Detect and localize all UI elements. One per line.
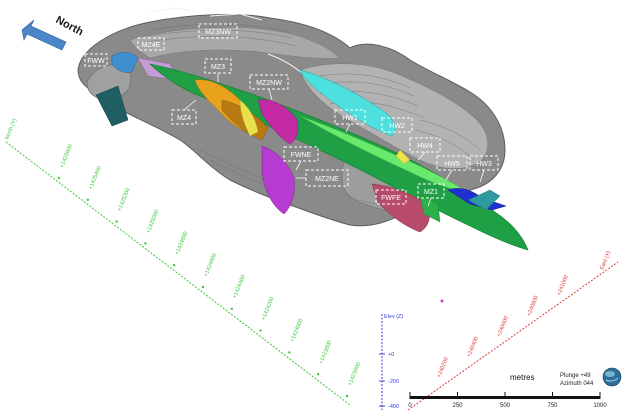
- north-arrow-icon: [21, 19, 67, 51]
- marker-dot: [440, 299, 444, 303]
- north-axis-tick-mark: [86, 198, 90, 201]
- elev-axis-tick-label: -200: [388, 379, 399, 385]
- zone-label-fww: FWW: [84, 53, 108, 67]
- zone-label-hw5: HW5: [436, 155, 468, 171]
- north-axis-tick-mark: [201, 285, 205, 289]
- north-axis-tick-label: +1423800: [318, 340, 333, 365]
- elev-axis: Elev (Z) +0 -200 -400: [379, 314, 403, 410]
- svg-text:MZ3NW: MZ3NW: [205, 29, 231, 36]
- svg-text:HW3: HW3: [476, 161, 492, 168]
- east-axis-tick-label: +240800: [526, 295, 540, 317]
- zone-label-mz3nw: MZ3NW: [198, 23, 238, 39]
- north-axis-tick-label: +1424000: [290, 318, 305, 343]
- svg-text:HW1: HW1: [342, 115, 358, 122]
- north-axis-tick-mark: [57, 176, 61, 180]
- north-axis-tick-label: +1425400: [88, 165, 103, 190]
- zone-label-hw2: HW2: [381, 117, 413, 133]
- view-azimuth: Azimuth 044: [560, 381, 594, 387]
- east-axis-tick-label: +240400: [466, 336, 480, 358]
- north-axis-tick-label: +1425600: [59, 144, 74, 169]
- scale-bar-tick-label: 500: [500, 403, 511, 409]
- ore-zone-solids: [111, 52, 529, 251]
- zone-label-mz4e: MZ4E: [137, 37, 165, 51]
- north-axis-tick-mark: [288, 351, 291, 354]
- view-orientation: Plunge +49 Azimuth 044: [560, 367, 622, 387]
- svg-text:FWFE: FWFE: [381, 195, 401, 202]
- north-axis-tick-label: +1424800: [174, 231, 189, 256]
- zone-label-fwfe: FWFE: [375, 189, 407, 205]
- north-axis-tick-mark: [259, 329, 262, 332]
- east-axis-tick-label: +240600: [496, 315, 510, 337]
- east-axis-tick-label: +240200: [436, 356, 450, 378]
- north-axis-tick-mark: [173, 264, 176, 267]
- svg-text:MZ2NE: MZ2NE: [315, 176, 339, 183]
- north-axis-tick-label: +1424600: [203, 253, 218, 278]
- scale-bar-tick-label: 750: [547, 403, 558, 409]
- north-arrow: North: [21, 14, 86, 51]
- svg-text:HW4: HW4: [417, 143, 433, 150]
- scale-bar: metres 0 250 500 750 1000: [408, 373, 607, 409]
- scale-bar-tick-label: 0: [408, 403, 412, 409]
- north-axis-tick-label: +1425000: [146, 209, 161, 234]
- zone-label-hw4: HW4: [409, 137, 441, 153]
- north-arrow-label: North: [54, 14, 86, 38]
- north-axis-tick-label: +1425200: [117, 187, 132, 212]
- east-axis-tick-label: +241000: [556, 274, 570, 296]
- svg-text:MZ4: MZ4: [177, 115, 191, 122]
- north-axis-tick-label: +1424400: [232, 274, 247, 299]
- view-plunge: Plunge +49: [560, 373, 591, 379]
- elev-axis-title: Elev (Z): [384, 314, 403, 320]
- north-axis-tick-mark: [115, 220, 118, 223]
- svg-text:FWNE: FWNE: [291, 152, 312, 159]
- north-axis-tick-mark: [317, 373, 320, 376]
- zone-labels: FWW MZ4E MZ3NW MZ3 MZ2NW MZ4 FWNE MZ2NE: [84, 23, 499, 207]
- svg-text:MZ3: MZ3: [211, 64, 225, 71]
- svg-text:HW2: HW2: [389, 123, 405, 130]
- elev-axis-tick-label: -400: [388, 404, 399, 410]
- scale-bar-unit: metres: [510, 373, 534, 382]
- svg-text:FWW: FWW: [87, 58, 105, 65]
- zone-label-hw1: HW1: [334, 109, 366, 125]
- east-axis-title: East (X): [599, 250, 612, 271]
- svg-text:MZ4E: MZ4E: [142, 42, 161, 49]
- north-axis-tick-label: +1424200: [261, 296, 276, 321]
- svg-text:MZ1: MZ1: [424, 189, 438, 196]
- elev-axis-tick-label: +0: [388, 352, 394, 358]
- north-axis-tick-mark: [230, 307, 233, 310]
- svg-text:HW5: HW5: [444, 161, 460, 168]
- scale-bar-tick-label: 250: [452, 403, 463, 409]
- north-axis-tick-mark: [144, 242, 147, 245]
- scale-bar-tick-label: 1000: [593, 403, 607, 409]
- north-axis-title: North (Y): [4, 118, 18, 141]
- svg-text:MZ2NW: MZ2NW: [256, 80, 282, 87]
- north-axis-tick-mark: [345, 394, 349, 398]
- north-axis-tick-label: +1423600: [347, 362, 362, 387]
- globe-icon: [602, 367, 622, 387]
